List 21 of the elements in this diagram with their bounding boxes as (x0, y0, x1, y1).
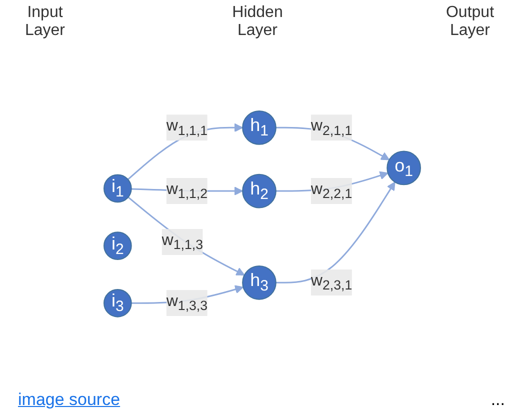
node-circle: i$_{2}$ (104, 232, 132, 260)
edge-label: w$_{1,1,3}$ (162, 232, 204, 252)
edge-label: w$_{1,1,1}$ (166, 118, 208, 138)
arrow (276, 182, 396, 284)
node-circle: i$_{1}$ (104, 174, 132, 203)
edge-label: w$_{2,2,1}$ (311, 181, 352, 202)
node-circle: h$_{3}$ (242, 266, 277, 300)
arrow (128, 196, 246, 276)
edge-label: w$_{2,3,1}$ (311, 272, 352, 293)
edge-label: w$_{1,1,2}$ (166, 181, 208, 202)
node-circle: h$_{1}$ (242, 110, 277, 146)
layer-heading: Output Layer (444, 4, 496, 40)
edge-label: w$_{2,1,1}$ (311, 118, 352, 138)
layer-heading: Hidden Layer (231, 4, 284, 40)
node-circle: o$_{1}$ (386, 150, 422, 186)
layer-heading: Input Layer (24, 4, 66, 40)
source-link: image source (18, 390, 120, 410)
edge-label: w$_{1,3,3}$ (166, 293, 208, 314)
ellipsis-label: ... (490, 390, 505, 410)
node-circle: h$_{2}$ (242, 174, 277, 208)
node-circle: i$_{3}$ (104, 289, 132, 318)
